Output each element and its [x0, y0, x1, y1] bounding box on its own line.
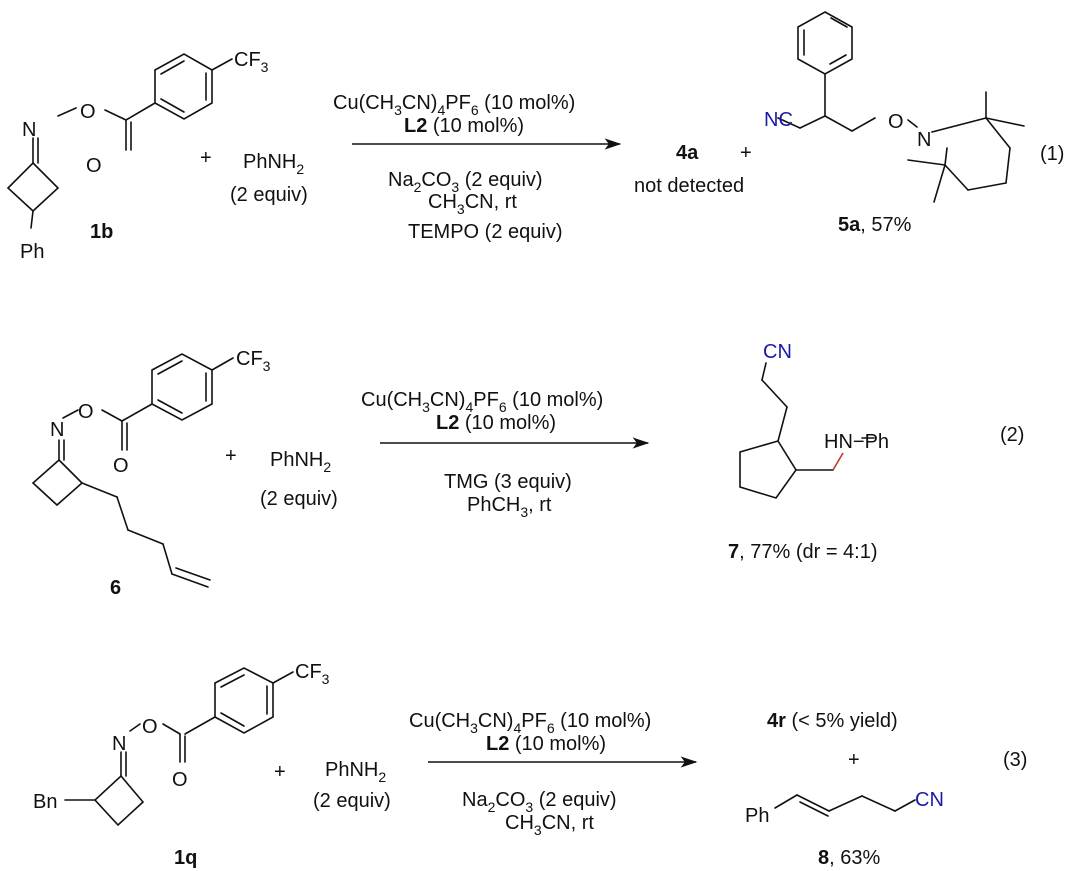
carbonyl-oxygen-label: O	[113, 455, 129, 477]
carbonyl-oxygen-label: O	[86, 155, 102, 177]
plus-sign: +	[274, 761, 286, 783]
tempo-nitrogen-label: N	[917, 129, 931, 151]
product-8-structure	[774, 794, 916, 817]
yield-5a: , 57%	[860, 214, 911, 236]
benzyl-label: Bn	[33, 791, 57, 813]
tempo-oxygen-label: O	[888, 111, 904, 133]
reagent-amount: (2 equiv)	[313, 790, 391, 812]
label-5a: 5a	[838, 214, 861, 236]
yield-4r: (< 5% yield)	[786, 710, 898, 732]
reagent-amount: (2 equiv)	[260, 488, 338, 510]
reagent-amount: (2 equiv)	[230, 184, 308, 206]
base-condition: Na2CO3 (2 equiv)	[462, 789, 617, 815]
compound-label-1q: 1q	[174, 847, 197, 869]
product-7-structure	[739, 362, 875, 499]
ester-oxygen-label: O	[80, 101, 96, 123]
catalyst-condition: Cu(CH3CN)4PF6 (10 mol%)	[333, 92, 575, 118]
yield-7: , 77% (dr = 4:1)	[739, 541, 877, 563]
product-label-7: 7, 77% (dr = 4:1)	[728, 541, 878, 563]
product-label-5a: 5a, 57%	[838, 214, 912, 236]
substrate-6-structure	[31, 353, 234, 588]
substrate-1b-structure	[6, 53, 233, 229]
product-5a-structure	[777, 11, 1025, 203]
oxime-nitrogen-label: N	[50, 419, 64, 441]
ligand-condition: L2 (10 mol%)	[486, 733, 606, 755]
ester-oxygen-label: O	[78, 401, 94, 423]
ligand-condition: L2 (10 mol%)	[404, 115, 524, 137]
solvent-condition: PhCH3, rt	[467, 494, 552, 520]
equation-number-3: (3)	[1003, 749, 1027, 771]
reaction-1: CF3 O O N Ph 1b + PhNH2 (2 equiv) Cu(CH3…	[6, 11, 1064, 263]
phenyl-label: Ph	[745, 805, 769, 827]
yield-8: , 63%	[829, 847, 880, 869]
base-condition: TMG (3 equiv)	[444, 471, 572, 493]
plus-sign-products: +	[740, 142, 752, 164]
cf3-label: CF3	[234, 49, 269, 75]
solvent-condition: CH3CN, rt	[428, 191, 517, 217]
base-condition: Na2CO3 (2 equiv)	[388, 169, 543, 195]
ligand-condition: L2 (10 mol%)	[436, 412, 556, 434]
reagent-aniline: PhNH2	[270, 449, 331, 475]
tempo-condition: TEMPO (2 equiv)	[408, 221, 562, 243]
label-4r: 4r	[767, 710, 786, 732]
label-8: 8	[818, 847, 829, 869]
reagent-aniline: PhNH2	[243, 151, 304, 177]
plus-sign-products: +	[848, 749, 860, 771]
compound-label-6: 6	[110, 577, 121, 599]
catalyst-condition: Cu(CH3CN)4PF6 (10 mol%)	[409, 710, 651, 736]
catalyst-condition: Cu(CH3CN)4PF6 (10 mol%)	[361, 389, 603, 415]
product-label-4a: 4a	[676, 142, 699, 164]
label-7: 7	[728, 541, 739, 563]
not-detected-note: not detected	[634, 175, 744, 197]
substrate-1q-structure	[64, 667, 294, 827]
oxime-nitrogen-label: N	[22, 119, 36, 141]
nitrile-label-5a: NC	[764, 109, 793, 131]
nitrile-label-8: CN	[915, 789, 944, 811]
equation-number-2: (2)	[1000, 424, 1024, 446]
cf3-label: CF3	[295, 661, 330, 687]
plus-sign: +	[200, 147, 212, 169]
ester-oxygen-label: O	[142, 716, 158, 738]
reaction-3: CF3 O O N Bn 1q + PhNH2 (2 equiv) Cu(CH3…	[33, 661, 1027, 869]
carbonyl-oxygen-label: O	[172, 769, 188, 791]
product-4r-line: 4r (< 5% yield)	[767, 710, 898, 732]
nitrile-label-7: CN	[763, 341, 792, 363]
product-label-8: 8, 63%	[818, 847, 880, 869]
reaction-2: CF3 O O N 6 + PhNH2 (2 equiv) Cu(CH3CN)4…	[31, 341, 1024, 599]
amine-label: HN−Ph	[824, 431, 889, 453]
oxime-nitrogen-label: N	[112, 733, 126, 755]
solvent-condition: CH3CN, rt	[505, 812, 594, 838]
compound-label-1b: 1b	[90, 221, 113, 243]
plus-sign: +	[225, 445, 237, 467]
reagent-aniline: PhNH2	[325, 759, 386, 785]
cf3-label: CF3	[236, 348, 271, 374]
equation-number-1: (1)	[1040, 143, 1064, 165]
phenyl-label: Ph	[20, 241, 44, 263]
